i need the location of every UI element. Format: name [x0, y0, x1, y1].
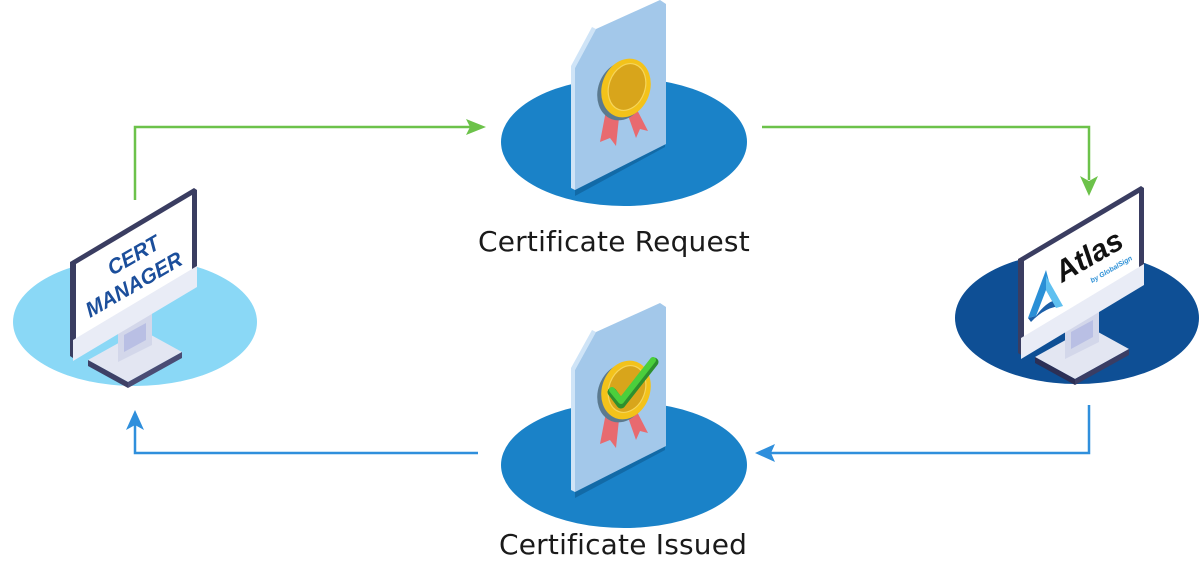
- monitor-screen: [1024, 193, 1139, 346]
- atlas-logo-icon: [1028, 270, 1063, 322]
- certificate-request-label: Certificate Request: [478, 225, 750, 258]
- node-certificate-issued: [501, 303, 747, 528]
- edge-atlas-to-issued: [755, 405, 1091, 462]
- certificate-ribbon-icon: [597, 58, 651, 146]
- node-certificate-request: [501, 0, 747, 206]
- arrowhead-right-icon: [466, 119, 486, 135]
- arrowhead-down-icon: [1080, 176, 1098, 196]
- arrowhead-up-icon: [126, 410, 144, 430]
- node-atlas: Atlas by GlobalSign: [955, 186, 1199, 385]
- certificate-issued-label: Certificate Issued: [499, 528, 748, 561]
- edge-issued-to-certmanager: [126, 410, 478, 455]
- monitor-screen: [76, 195, 192, 349]
- arrowhead-left-icon: [755, 444, 775, 462]
- certificate-check-icon: [597, 357, 659, 448]
- edge-request-to-atlas: [762, 125, 1098, 196]
- edge-certmanager-to-request: [133, 119, 486, 200]
- node-cert-manager: CERT MANAGER: [13, 188, 257, 388]
